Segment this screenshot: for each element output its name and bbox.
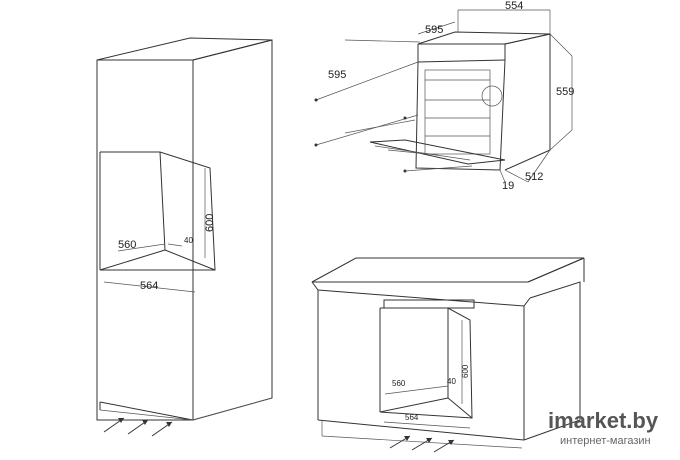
counter-height-label: 600 (461, 364, 470, 378)
counter-depth-label: 40 (447, 377, 456, 386)
oven-drawing (314, 9, 573, 183)
oven-height-right-label: 559 (556, 86, 574, 98)
column-height-label: 600 (204, 214, 216, 232)
counter-cabinet-drawing (311, 257, 585, 453)
column-depth-label: 40 (184, 236, 193, 245)
oven-depth-label: 512 (525, 171, 543, 183)
column-opening-label: 564 (140, 280, 158, 292)
counter-opening-label: 564 (405, 413, 419, 422)
counter-width-label: 560 (392, 379, 406, 388)
oven-height-left-label: 595 (328, 69, 346, 81)
oven-width-top-label: 554 (505, 0, 523, 12)
oven-door-label: 19 (502, 180, 514, 192)
column-cabinet-drawing (96, 37, 273, 437)
watermark-subtitle: интернет-магазин (560, 435, 651, 447)
watermark-logo: imarket.by (548, 408, 659, 433)
column-width-label: 560 (118, 239, 136, 251)
oven-width-front-label: 595 (425, 24, 443, 36)
